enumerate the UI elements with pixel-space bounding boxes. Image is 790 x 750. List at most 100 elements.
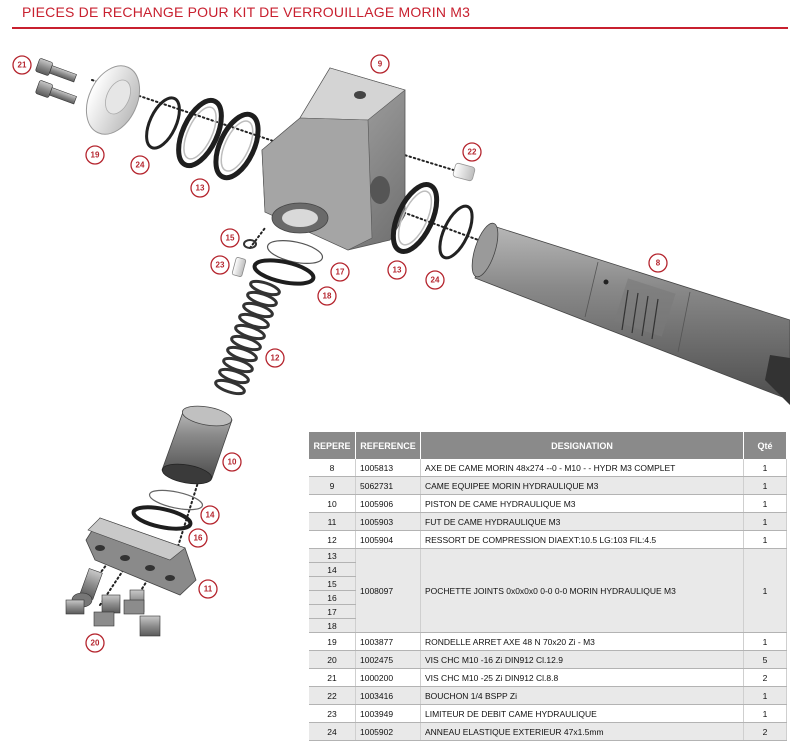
cell-repere: 21 <box>309 668 356 687</box>
callout-17: 17 <box>330 262 350 282</box>
callout-19-label: 19 <box>91 151 100 160</box>
cell-qte: 1 <box>743 512 787 531</box>
callout-15-label: 15 <box>226 234 235 243</box>
cell-designation: RESSORT DE COMPRESSION DIAEXT:10.5 LG:10… <box>420 530 744 549</box>
cell-qte: 1 <box>743 632 787 651</box>
cell-repere: 10 <box>309 494 356 513</box>
screws-20 <box>65 568 161 637</box>
callout-13b: 13 <box>387 260 407 280</box>
title-underline <box>12 27 788 29</box>
cell-reference: 1000200 <box>355 668 421 687</box>
exploded-view-diagram: 21 19 24 13 9 22 15 23 17 18 13 24 8 12 … <box>12 54 790 653</box>
oring-18 <box>252 258 316 286</box>
seal-13-left <box>176 97 224 169</box>
table-row-group: 13 1008097 POCHETTE JOINTS 0x0x0x0 0-0 0… <box>309 548 787 633</box>
table-row: 22 1003416 BOUCHON 1/4 BSPP Zi 1 <box>309 686 787 705</box>
callout-8-label: 8 <box>656 259 661 268</box>
col-header-reference: REFERENCE <box>355 432 421 459</box>
callout-13a: 13 <box>190 178 210 198</box>
cell-qte: 1 <box>743 494 787 513</box>
callout-10: 10 <box>222 452 242 472</box>
callout-12-label: 12 <box>271 354 280 363</box>
cell-qte: 1 <box>743 530 787 549</box>
cell-repere: 17 <box>309 604 356 619</box>
cam-body-9 <box>261 67 406 251</box>
cell-designation: VIS CHC M10 -16 Zi DIN912 Cl.12.9 <box>420 650 744 669</box>
shaft-8 <box>471 222 790 405</box>
callout-8: 8 <box>648 253 668 273</box>
callout-21: 21 <box>12 55 32 75</box>
callout-24a: 24 <box>130 155 150 175</box>
cell-repere: 14 <box>309 562 356 577</box>
cell-designation: VIS CHC M10 -25 Zi DIN912 Cl.8.8 <box>420 668 744 687</box>
table-row: 23 1003949 LIMITEUR DE DEBIT CAME HYDRAU… <box>309 704 787 723</box>
cell-qte: 2 <box>743 668 787 687</box>
cell-reference: 1003416 <box>355 686 421 705</box>
piston-10 <box>161 405 233 485</box>
table-header-row: REPERE REFERENCE DESIGNATION Qté <box>309 432 787 459</box>
cell-qte: 1 <box>743 686 787 705</box>
cell-designation: ANNEAU ELASTIQUE EXTERIEUR 47x1.5mm <box>420 722 744 741</box>
callout-14: 14 <box>200 505 220 525</box>
callout-20-label: 20 <box>91 639 100 648</box>
callout-9: 9 <box>370 54 390 74</box>
callout-13b-label: 13 <box>393 266 402 275</box>
cell-reference: 1005902 <box>355 722 421 741</box>
cell-qte: 1 <box>743 476 787 495</box>
cell-designation: POCHETTE JOINTS 0x0x0x0 0-0 0-0 MORIN HY… <box>420 548 744 633</box>
seal-13-right <box>390 182 440 254</box>
ring-17 <box>266 240 324 264</box>
table-row: 11 1005903 FUT DE CAME HYDRAULIQUE M3 1 <box>309 512 787 531</box>
screw-21-group <box>35 58 77 105</box>
cell-repere: 13 <box>309 548 356 563</box>
callout-21-label: 21 <box>18 61 27 70</box>
table-row: 24 1005902 ANNEAU ELASTIQUE EXTERIEUR 47… <box>309 722 787 741</box>
callout-15: 15 <box>220 228 240 248</box>
cell-repere: 9 <box>309 476 356 495</box>
assembly-line-left <box>249 227 266 249</box>
col-header-designation: DESIGNATION <box>420 432 744 459</box>
ring-15 <box>243 239 257 249</box>
callout-24b-label: 24 <box>431 276 440 285</box>
cell-repere: 16 <box>309 590 356 605</box>
callout-19: 19 <box>85 145 105 165</box>
cell-designation: AXE DE CAME MORIN 48x274 --0 - M10 - - H… <box>420 459 744 477</box>
ring-14 <box>148 489 204 511</box>
cell-reference: 1008097 <box>355 548 421 633</box>
callout-10-label: 10 <box>228 458 237 467</box>
page-title: PIECES DE RECHANGE POUR KIT DE VERROUILL… <box>22 4 471 20</box>
cell-reference: 1002475 <box>355 650 421 669</box>
cell-designation: LIMITEUR DE DEBIT CAME HYDRAULIQUE <box>420 704 744 723</box>
col-header-repere: REPERE <box>309 432 356 459</box>
cell-repere: 12 <box>309 530 356 549</box>
callout-16: 16 <box>188 528 208 548</box>
callout-23: 23 <box>210 255 230 275</box>
table-row-group: 15 <box>309 576 787 591</box>
sleeve-11 <box>85 517 197 596</box>
callout-14-label: 14 <box>206 511 215 520</box>
callout-17-label: 17 <box>336 268 345 277</box>
cell-reference: 1003877 <box>355 632 421 651</box>
oring-16 <box>131 505 193 531</box>
cell-repere: 23 <box>309 704 356 723</box>
cell-qte: 1 <box>743 704 787 723</box>
cell-qte: 1 <box>743 548 787 633</box>
callout-13a-label: 13 <box>196 184 205 193</box>
cell-repere: 11 <box>309 512 356 531</box>
cell-repere: 8 <box>309 459 356 477</box>
callout-18-label: 18 <box>323 292 332 301</box>
seal-13-left-2 <box>213 111 261 181</box>
circlip-24-right <box>438 204 474 260</box>
spring-12 <box>214 279 281 396</box>
table-row: 21 1000200 VIS CHC M10 -25 Zi DIN912 Cl.… <box>309 668 787 687</box>
cell-reference: 1005906 <box>355 494 421 513</box>
cell-repere: 18 <box>309 618 356 633</box>
plug-22 <box>452 162 476 182</box>
callout-12: 12 <box>265 348 285 368</box>
callout-11-label: 11 <box>204 585 213 594</box>
callout-24a-label: 24 <box>136 161 145 170</box>
cell-reference: 1003949 <box>355 704 421 723</box>
table-row: 8 1005813 AXE DE CAME MORIN 48x274 --0 -… <box>309 459 787 477</box>
cell-repere: 15 <box>309 576 356 591</box>
circlip-24-left <box>145 96 181 150</box>
